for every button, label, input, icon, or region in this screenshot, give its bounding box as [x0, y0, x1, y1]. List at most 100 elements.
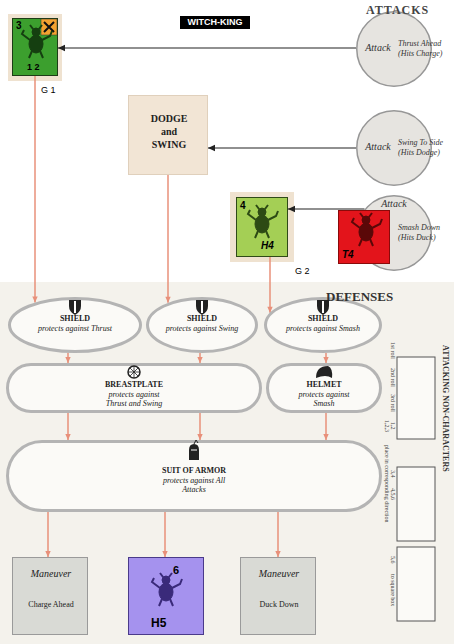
connector-line — [164, 512, 166, 557]
node-text: H5 — [151, 616, 166, 630]
monster-art — [352, 213, 382, 246]
node-text: Attack — [358, 141, 398, 153]
arrow-head — [58, 45, 65, 51]
connector — [208, 145, 356, 151]
monster-counter: T4 — [338, 210, 390, 264]
roll-box — [397, 357, 435, 439]
maneuver-box: DODGE and SWING — [128, 95, 208, 175]
board-label: DEFENSES — [326, 289, 393, 304]
attack-circle: AttackSwing To Side (Hits Dodge) — [356, 110, 432, 186]
arrow-head — [65, 434, 70, 440]
monster-counter: 31 2G 1 — [12, 18, 58, 76]
node-text: Thrust Ahead (Hits Charge) — [398, 39, 452, 59]
monster-art — [248, 205, 278, 238]
node-text: protects against Smash — [288, 390, 360, 408]
node-text: Swing To Side (Hits Dodge) — [398, 138, 452, 158]
node-text: Attack — [358, 42, 398, 54]
monster-art — [152, 573, 182, 606]
board-label: 1,2 — [389, 422, 396, 430]
node-text: Maneuver — [241, 568, 317, 580]
shield-icon — [317, 300, 329, 315]
connector — [65, 353, 70, 363]
status-marker — [44, 22, 54, 32]
connector-line — [58, 47, 356, 48]
roll-box — [397, 467, 435, 541]
connector — [275, 512, 280, 557]
board-label: 4,5,6 — [389, 488, 396, 500]
node-text: DODGE and SWING — [147, 112, 191, 151]
maneuver-box: ManeuverDuck Down — [240, 557, 316, 635]
counter-backing — [8, 14, 62, 81]
shape-outline — [266, 299, 381, 352]
board-label: 3rd roll — [389, 394, 396, 412]
shape-outline — [148, 299, 257, 352]
connector-line — [167, 175, 169, 303]
node-text: SHIELD — [146, 314, 258, 323]
node-text: SHIELD — [264, 314, 382, 323]
connector — [32, 76, 37, 303]
connector-line — [277, 512, 279, 557]
attack-circle: AttackThrust Ahead (Hits Charge) — [356, 11, 432, 87]
defense-shield: SHIELDprotects against Thrust — [8, 297, 142, 353]
roll-box — [397, 547, 435, 621]
connector — [45, 512, 50, 557]
connector — [58, 45, 356, 51]
defense-shield: SHIELDprotects against Swing — [146, 297, 258, 353]
node-text: G 2 — [295, 266, 310, 277]
board-label: 1,2,3 — [383, 420, 390, 432]
node-text: SUIT OF ARMOR — [6, 466, 382, 475]
node-text: protects against Thrust and Swing — [98, 390, 170, 408]
node-text: Attack — [374, 198, 414, 210]
board-label: 3,4 — [389, 470, 396, 478]
defense-shield: SHIELDprotects against Smash — [264, 297, 382, 353]
board-label: 2nd roll — [389, 368, 396, 387]
connector-line — [269, 257, 271, 313]
node-text: T4 — [342, 249, 354, 261]
node-text: 1 2 — [27, 62, 40, 73]
node-text: G 1 — [41, 85, 56, 96]
node-text: Charge Ahead — [26, 600, 76, 610]
node-text: SHIELD — [8, 314, 142, 323]
arrow-head — [32, 297, 37, 303]
node-text: WITCH-KING — [180, 16, 250, 29]
counter-backing — [230, 192, 294, 262]
connector-line — [34, 76, 36, 303]
shape-outline — [8, 442, 381, 511]
board-label: 5,6 — [389, 556, 396, 564]
monster-counter: 6H5 — [128, 557, 204, 635]
armor-icon — [189, 440, 199, 460]
defense-area — [0, 282, 454, 644]
board-label: ATTACKS — [366, 3, 429, 17]
connector — [323, 353, 328, 363]
connector-line — [208, 147, 356, 148]
board-label: to square box — [389, 574, 396, 606]
connector — [65, 413, 70, 440]
node-text: Maneuver — [13, 568, 89, 580]
connector — [267, 257, 272, 313]
node-text: protects against All Attacks — [158, 476, 230, 494]
node-text: Duck Down — [254, 600, 304, 610]
node-text: Smash Down (Hits Duck) — [398, 223, 452, 243]
shape-outline — [10, 299, 141, 352]
armor-band: SUIT OF ARMORprotects against All Attack… — [6, 440, 382, 512]
monster-counter: 4H4G 2 — [236, 197, 288, 257]
arrow-head — [197, 357, 202, 363]
node-text: H4 — [261, 240, 274, 252]
node-text: 6 — [173, 564, 179, 577]
node-text: 4 — [240, 200, 246, 212]
board-label: place in corresponding direction — [383, 445, 390, 522]
connector-line — [47, 512, 49, 557]
board-label: ATTACKING NON-CHARACTERS — [440, 345, 450, 472]
connector — [197, 353, 202, 363]
arrow-head — [65, 357, 70, 363]
board-label: 1st roll — [389, 342, 396, 359]
arrow-head — [165, 297, 170, 303]
node-text: protects against Thrust — [37, 324, 113, 333]
node-text: protects against Swing — [164, 324, 240, 333]
connector — [165, 175, 170, 303]
armor-band: BREASTPLATEprotects against Thrust and S… — [6, 363, 262, 413]
arrow-head — [323, 357, 328, 363]
arrow-head — [208, 145, 215, 151]
